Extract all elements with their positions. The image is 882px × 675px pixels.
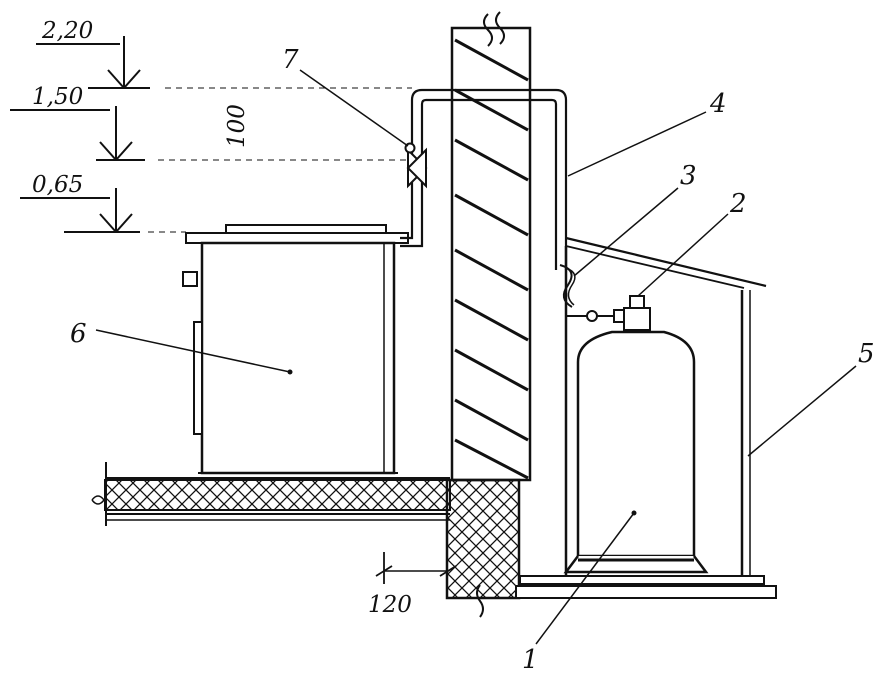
callout-3: 3 bbox=[680, 161, 697, 191]
level-label-1-50: 1,50 bbox=[32, 84, 83, 110]
callout-2: 2 bbox=[729, 189, 747, 219]
callout-4: 4 bbox=[709, 89, 727, 119]
level-label-2-20: 2,20 bbox=[41, 18, 93, 44]
gas-cylinder bbox=[563, 295, 709, 574]
cylinder-cabinet bbox=[515, 236, 777, 599]
dimension-120-mark bbox=[375, 552, 457, 584]
shutoff-valve bbox=[404, 142, 428, 189]
callout-5: 5 bbox=[858, 339, 875, 369]
callout-6: 6 bbox=[70, 319, 87, 349]
gas-stove bbox=[182, 224, 409, 475]
dimension-120: 120 bbox=[368, 592, 412, 618]
level-marks: 2,20 1,50 0,65 bbox=[10, 18, 412, 233]
wall bbox=[445, 11, 532, 618]
callout-7: 7 bbox=[282, 45, 299, 75]
callout-1: 1 bbox=[522, 645, 539, 675]
dimension-100: 100 bbox=[224, 104, 250, 148]
leader-lines bbox=[95, 69, 857, 645]
gas-pipe bbox=[400, 88, 627, 323]
level-label-0-65: 0,65 bbox=[32, 172, 83, 198]
